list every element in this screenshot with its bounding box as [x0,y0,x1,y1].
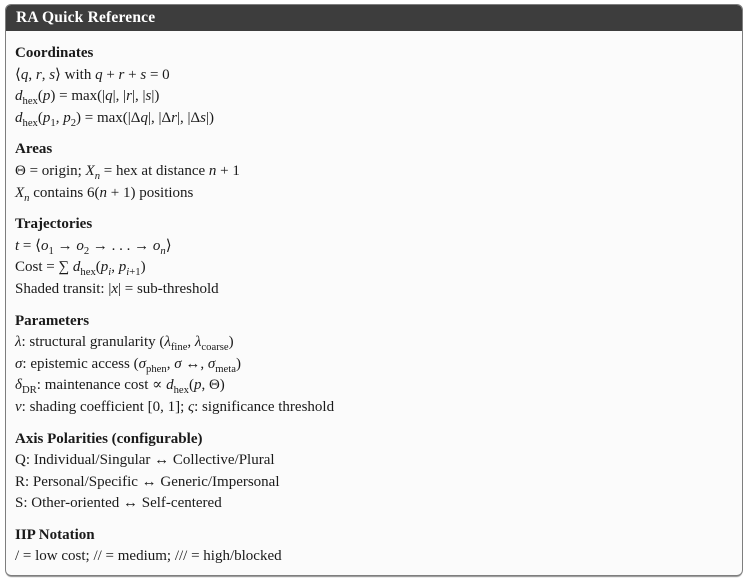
formula-line: dhex(p1, p2) = max(|Δq|, |Δr|, |Δs|) [15,109,214,129]
section: Axis Polarities (configurable) Q: Individ… [15,429,728,515]
formula-line: dhex(p) = max(|q|, |r|, |s|) [15,88,160,108]
formula-line: ν: shading coefficient [0, 1]; ς: signif… [15,398,335,415]
formula-line: δDR: maintenance cost ∝ dhex(p, Θ) [15,377,225,397]
formula-line: λ: structural granularity (λfine, λcoars… [15,334,234,354]
section-heading: Axis Polarities (configurable) [15,430,203,447]
formula-line: Cost = ∑ dhex(pi, pi+1) [15,259,146,279]
formula-line: ⟨q, r, s⟩ with q + r + s = 0 [15,66,170,83]
formula-line: σ: epistemic access (σphen, σ ↔, σmeta) [15,355,241,375]
formula-line: / = low cost; // = medium; /// = high/bl… [15,548,282,565]
formula-line: Shaded transit: |x| = sub-threshold [15,280,219,297]
section: IIP Notation / = low cost; // = medium; /… [15,525,728,568]
formula-line: R: Personal/Specific ↔ Generic/Impersona… [15,473,280,490]
section: Trajectories t = ⟨o1 → o2 → . . . → on⟩Co… [15,214,728,300]
formula-line: Q: Individual/Singular ↔ Collective/Plur… [15,452,275,469]
section-heading: Parameters [15,312,90,329]
formula-line: Θ = origin; Xn = hex at distance n + 1 [15,162,240,182]
formula-line: Xn contains 6(n + 1) positions [15,184,194,204]
section-heading: Coordinates [15,45,94,61]
formula-line: S: Other-oriented ↔ Self-centered [15,495,222,512]
formula-line: t = ⟨o1 → o2 → . . . → on⟩ [15,237,172,257]
card-title-bar: RA Quick Reference [6,5,742,31]
section-heading: IIP Notation [15,526,95,543]
section-heading: Areas [15,141,53,158]
card-body: Coordinates ⟨q, r, s⟩ with q + r + s = 0 d… [6,31,742,575]
section: Parameters λ: structural granularity (λfi… [15,311,728,419]
section: Coordinates ⟨q, r, s⟩ with q + r + s = 0 d… [15,43,728,129]
section: Areas Θ = origin; Xn = hex at distance n … [15,139,728,204]
card-title: RA Quick Reference [16,9,156,26]
reference-card: RA Quick Reference Coordinates ⟨q, r, s⟩ … [5,4,743,577]
section-heading: Trajectories [15,216,93,233]
